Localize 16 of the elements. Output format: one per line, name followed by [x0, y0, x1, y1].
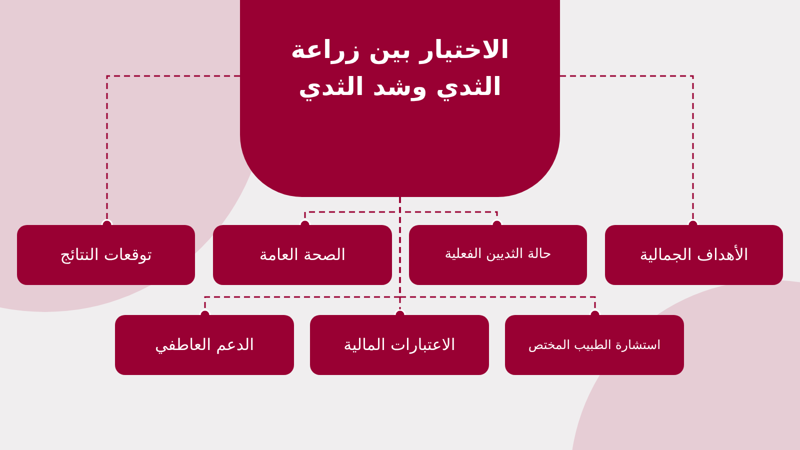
factor-box	[213, 225, 392, 285]
factor-text: الأهداف الجمالية	[640, 244, 748, 266]
topic-box	[240, 0, 560, 197]
factor-text: حالة الثديين الفعلية	[444, 246, 552, 264]
factor-box	[409, 225, 587, 285]
factor-text: توقعات النتائج	[60, 244, 152, 266]
factor-box	[310, 315, 489, 375]
factor-text: استشارة الطبيب المختص	[528, 336, 661, 354]
factor-box	[115, 315, 294, 375]
title-text: الاختيار بين زراعة الثدي وشد الثدي	[290, 34, 510, 104]
factor-box	[17, 225, 195, 285]
factor-box	[605, 225, 783, 285]
factor-text: الدعم العاطفي	[154, 334, 254, 356]
factor-text: الاعتبارات المالية	[344, 334, 456, 356]
factor-text: الصحة العامة	[259, 244, 346, 266]
factor-box	[505, 315, 684, 375]
